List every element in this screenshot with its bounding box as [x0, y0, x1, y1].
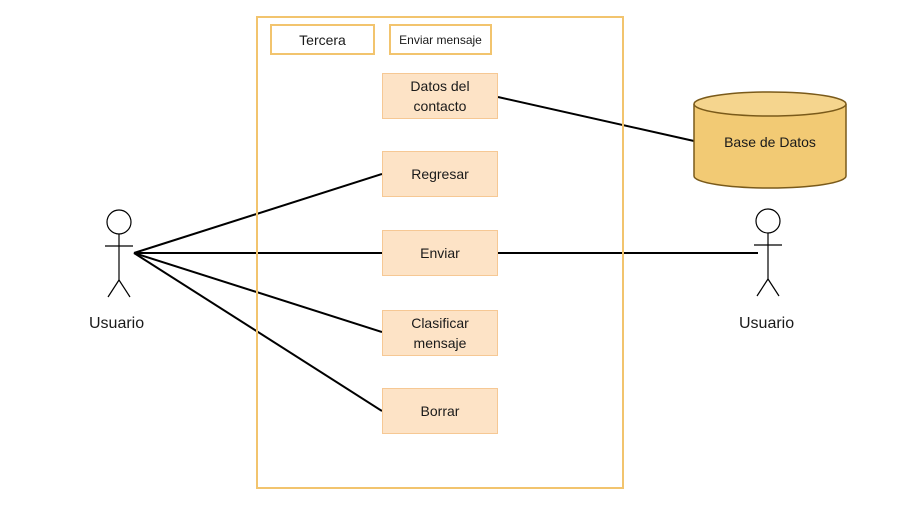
- system-title-enviar-mensaje: Enviar mensaje: [389, 24, 492, 55]
- database-label: Base de Datos: [724, 134, 816, 150]
- association-line-regresar: [133, 173, 383, 254]
- actor-right-figure: [754, 208, 782, 297]
- database-cylinder: [693, 91, 847, 189]
- actor-right-label: Usuario: [739, 315, 795, 332]
- system-title-tercera: Tercera: [270, 24, 375, 55]
- use-case-borrar[interactable]: Borrar: [382, 388, 498, 434]
- use-case-enviar[interactable]: Enviar: [382, 230, 498, 276]
- association-line-borrar: [133, 252, 383, 412]
- actor-left-label: Usuario: [89, 315, 145, 332]
- actor-left-figure: [105, 209, 133, 298]
- association-line-clasificar: [133, 252, 383, 333]
- association-line-database: [497, 96, 695, 142]
- use-case-clasificar-mensaje[interactable]: Clasificar mensaje: [382, 310, 498, 356]
- use-case-regresar[interactable]: Regresar: [382, 151, 498, 197]
- use-case-datos-del-contacto[interactable]: Datos del contacto: [382, 73, 498, 119]
- system-boundary: [256, 16, 624, 489]
